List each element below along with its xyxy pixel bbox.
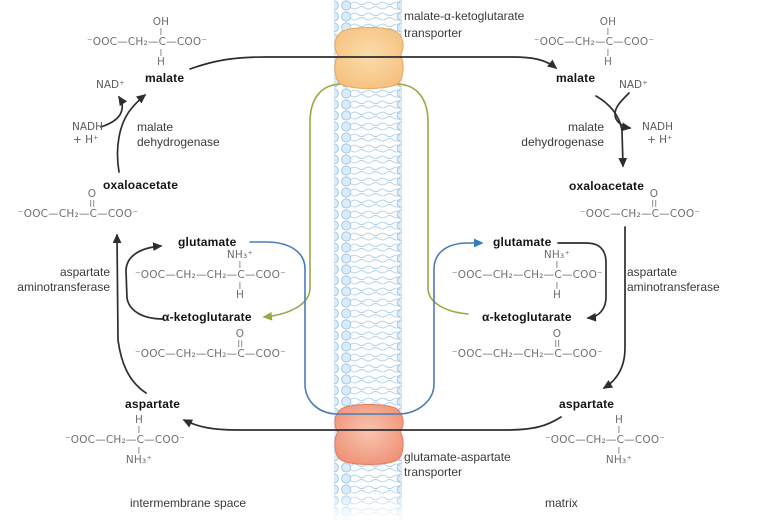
carbonyl-oxygen: O xyxy=(552,328,562,340)
aspartate-transport-arrow xyxy=(182,416,562,431)
bond xyxy=(556,261,558,268)
nad-label-left: NAD⁺ xyxy=(96,79,125,91)
ammonium-group: NH₃⁺ xyxy=(226,249,254,261)
hydrogen-atom: H xyxy=(134,414,144,426)
hydrogen-atom: H xyxy=(603,56,613,68)
glutamate-label-right: glutamate xyxy=(493,235,552,249)
oxaloacetate-chain: ⁻OOC—CH₂—C—COO⁻ xyxy=(18,207,139,220)
intermembrane-space-label: intermembrane space xyxy=(130,496,247,510)
carbonyl-oxygen: O xyxy=(649,188,659,200)
akg-chain: ⁻OOC—CH₂—CH₂—C—COO⁻ xyxy=(135,347,286,360)
double-bond xyxy=(555,340,560,347)
matrix-label: matrix xyxy=(545,496,578,510)
right-nad-to-nadh-arrow xyxy=(614,92,632,132)
carbonyl-oxygen: O xyxy=(235,328,245,340)
transporter-line: malate-α-ketoglutarate xyxy=(404,9,525,23)
nadh-label-right: NADH xyxy=(642,121,674,133)
oxaloacetate-chain: ⁻OOC—CH₂—C—COO⁻ xyxy=(580,207,701,220)
double-bond xyxy=(90,200,95,207)
aspartate-aminotransferase-label-left: aspartate aminotransferase xyxy=(10,265,110,295)
aspartate-label-right: aspartate xyxy=(559,397,615,411)
glutamate-label-left: glutamate xyxy=(178,235,237,249)
glutamate-chain: ⁻OOC—CH₂—CH₂—C—COO⁻ xyxy=(135,268,286,281)
double-bond xyxy=(652,200,657,207)
left-aspartate-to-oxaloacetate-arrow xyxy=(112,233,147,394)
malate-transport-arrow xyxy=(189,56,558,70)
malate-dehydrogenase-label-left: malate dehydrogenase xyxy=(137,120,220,150)
malate-chain: ⁻OOC—CH₂—C—COO⁻ xyxy=(87,35,208,48)
h-plus-label-right: + H⁺ xyxy=(647,134,673,146)
h-plus-label-left: + H⁺ xyxy=(73,134,99,146)
bond xyxy=(160,48,162,56)
left-nadh-to-nad-arrow xyxy=(100,95,128,128)
oxaloacetate-label-right: oxaloacetate xyxy=(569,179,645,193)
nadh-label-left: NADH xyxy=(72,121,104,133)
aspartate-aminotransferase-label-right: aspartate aminotransferase xyxy=(627,265,720,295)
oxaloacetate-label-left: oxaloacetate xyxy=(103,178,179,192)
hydrogen-atom: H xyxy=(235,289,245,301)
akg-chain: ⁻OOC—CH₂—CH₂—C—COO⁻ xyxy=(452,347,603,360)
ammonium-group: NH₃⁺ xyxy=(605,454,633,466)
enzyme-line: dehydrogenase xyxy=(521,135,604,149)
nad-label-right: NAD⁺ xyxy=(619,79,648,91)
bond xyxy=(607,48,609,56)
bond xyxy=(618,426,620,433)
enzyme-line: malate xyxy=(567,120,604,134)
glutamate-shuttle-path xyxy=(249,238,484,415)
enzyme-line: aspartate xyxy=(627,265,678,279)
transporter-line: glutamate-aspartate xyxy=(404,450,511,464)
bond xyxy=(160,28,162,35)
aspartate-chain: ⁻OOC—CH₂—C—COO⁻ xyxy=(545,433,666,446)
malate-label-right: malate xyxy=(556,71,596,85)
glutamate-aspartate-transporter-label: glutamate-aspartate transporter xyxy=(404,450,511,480)
malate-chain: ⁻OOC—CH₂—C—COO⁻ xyxy=(534,35,655,48)
transporter-line: transporter xyxy=(404,26,463,40)
hydroxyl-group: OH xyxy=(152,16,170,28)
bond xyxy=(138,446,140,454)
left-akg-to-glutamate-arrow xyxy=(125,242,164,320)
bond xyxy=(239,281,241,289)
hydrogen-atom: H xyxy=(552,289,562,301)
aspartate-chain: ⁻OOC—CH₂—C—COO⁻ xyxy=(65,433,186,446)
akg-label-right: α-ketoglutarate xyxy=(482,310,572,324)
glutamate-aspartate-transporter-shape xyxy=(334,404,404,465)
enzyme-line: aminotransferase xyxy=(17,280,110,294)
right-glutamate-to-akg-arrow xyxy=(557,242,607,322)
bond xyxy=(556,281,558,289)
enzyme-line: aspartate xyxy=(59,265,110,279)
akg-label-left: α-ketoglutarate xyxy=(162,310,252,324)
ammonium-group: NH₃⁺ xyxy=(543,249,571,261)
malate-akg-transporter-label: malate-α-ketoglutarate transporter xyxy=(404,8,524,42)
malate-akg-transporter-shape xyxy=(334,27,404,89)
bond xyxy=(618,446,620,454)
carbonyl-oxygen: O xyxy=(87,188,97,200)
bond xyxy=(607,28,609,35)
aspartate-label-left: aspartate xyxy=(125,397,181,411)
glutamate-chain: ⁻OOC—CH₂—CH₂—C—COO⁻ xyxy=(452,268,603,281)
enzyme-line: malate xyxy=(137,120,174,134)
hydroxyl-group: OH xyxy=(599,16,617,28)
left-oxaloacetate-to-malate-arrow xyxy=(116,94,147,173)
enzyme-line: aminotransferase xyxy=(627,280,720,294)
enzyme-line: dehydrogenase xyxy=(137,135,220,149)
transporter-line: transporter xyxy=(404,465,463,479)
right-oxaloacetate-to-aspartate-arrow xyxy=(602,226,626,389)
bond xyxy=(138,426,140,433)
malate-label-left: malate xyxy=(145,71,185,85)
malate-dehydrogenase-label-right: malate dehydrogenase xyxy=(504,120,604,150)
bond xyxy=(239,261,241,268)
hydrogen-atom: H xyxy=(614,414,624,426)
membrane-fade xyxy=(330,490,406,528)
double-bond xyxy=(238,340,243,347)
hydrogen-atom: H xyxy=(156,56,166,68)
ammonium-group: NH₃⁺ xyxy=(125,454,153,466)
